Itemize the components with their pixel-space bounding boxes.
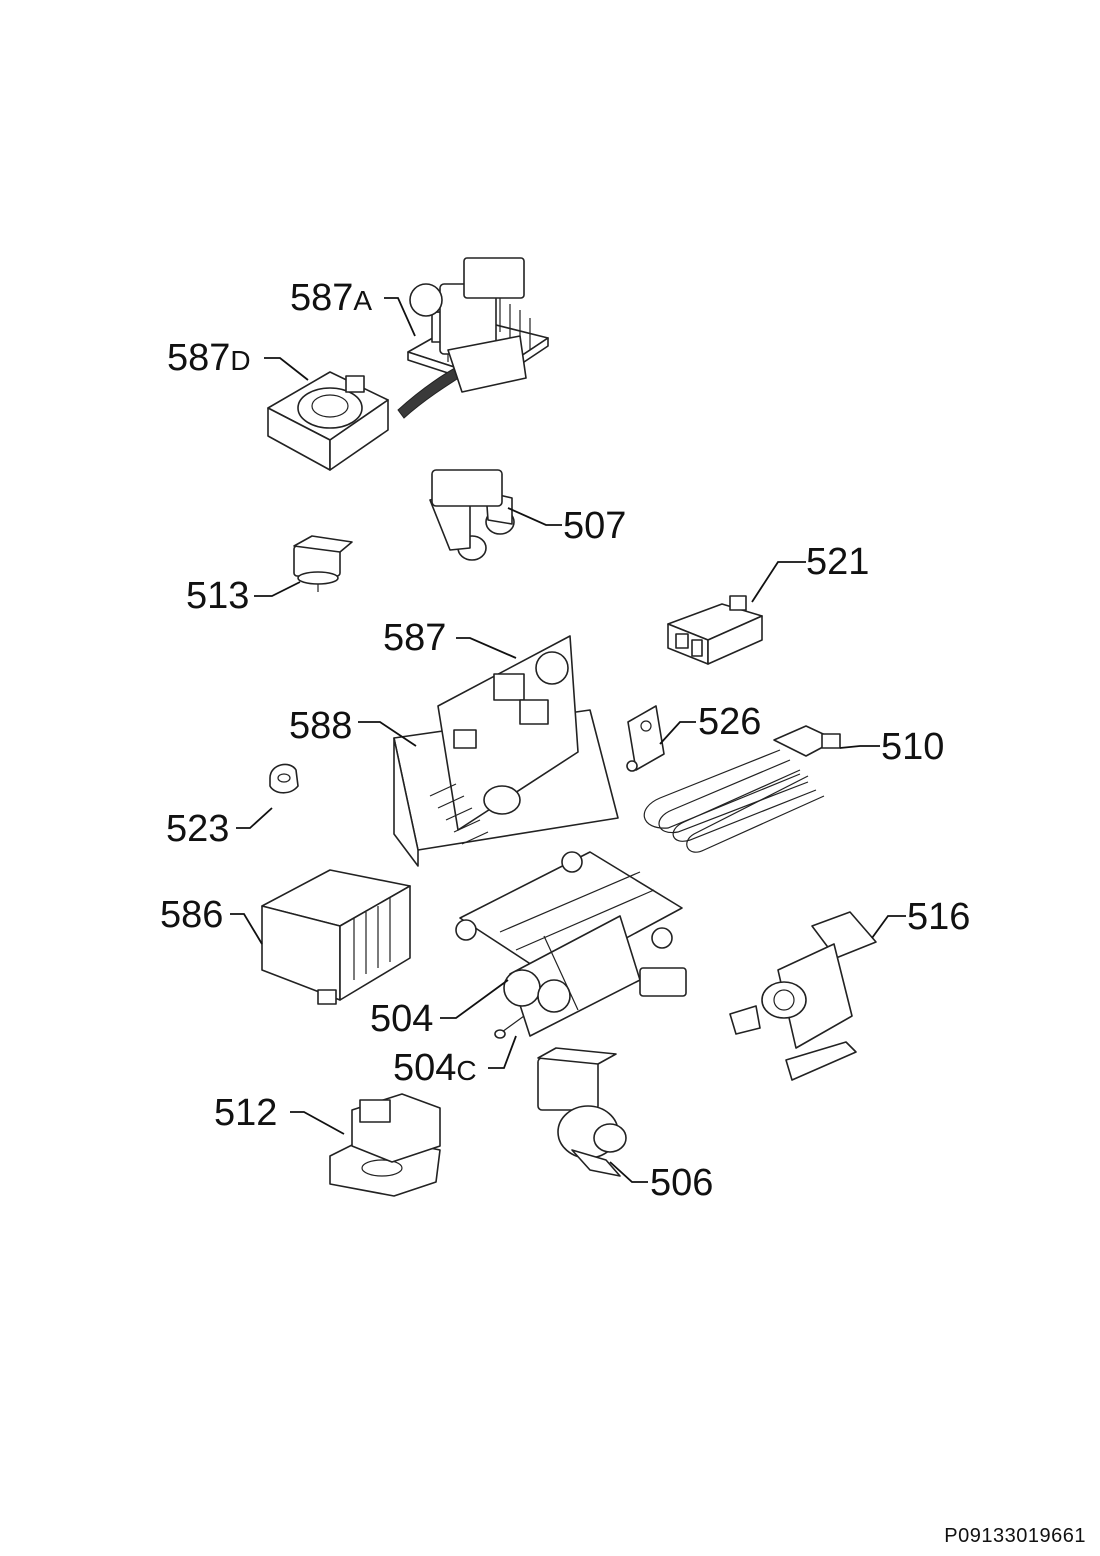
part-521-door-lock	[667, 595, 763, 665]
callout-587a: 587A	[290, 277, 373, 319]
part-504c-screw	[494, 1015, 525, 1039]
part-512-sump	[329, 1093, 441, 1197]
callout-586: 586	[160, 894, 224, 936]
part-587d-housing	[267, 371, 389, 471]
callout-513: 513	[186, 575, 250, 617]
part-504-motor	[455, 851, 687, 1037]
part-510-heater	[643, 725, 841, 853]
callout-507: 507	[563, 505, 627, 547]
part-587-588-module	[393, 635, 619, 867]
callout-587: 587	[383, 617, 447, 659]
callout-587d: 587D	[167, 337, 251, 379]
callout-512: 512	[214, 1092, 278, 1134]
part-523-clip	[269, 763, 299, 794]
part-586-box	[261, 869, 411, 1005]
callout-504: 504	[370, 998, 434, 1040]
callout-506: 506	[650, 1162, 714, 1204]
callout-523: 523	[166, 808, 230, 850]
part-526-bracket	[626, 705, 665, 772]
leader-lines	[230, 297, 906, 1183]
part-506-drain-pump	[537, 1047, 627, 1177]
part-513-pressure-sensor	[293, 535, 353, 592]
callout-516: 516	[907, 896, 971, 938]
callout-588: 588	[289, 705, 353, 747]
callout-521: 521	[806, 541, 870, 583]
part-507-inlet-valve	[409, 257, 527, 561]
callout-504c: 504C	[393, 1047, 477, 1089]
callout-510: 510	[881, 726, 945, 768]
document-code: P09133019661	[944, 1525, 1086, 1547]
part-516-pump	[729, 911, 877, 1081]
callout-526: 526	[698, 701, 762, 743]
